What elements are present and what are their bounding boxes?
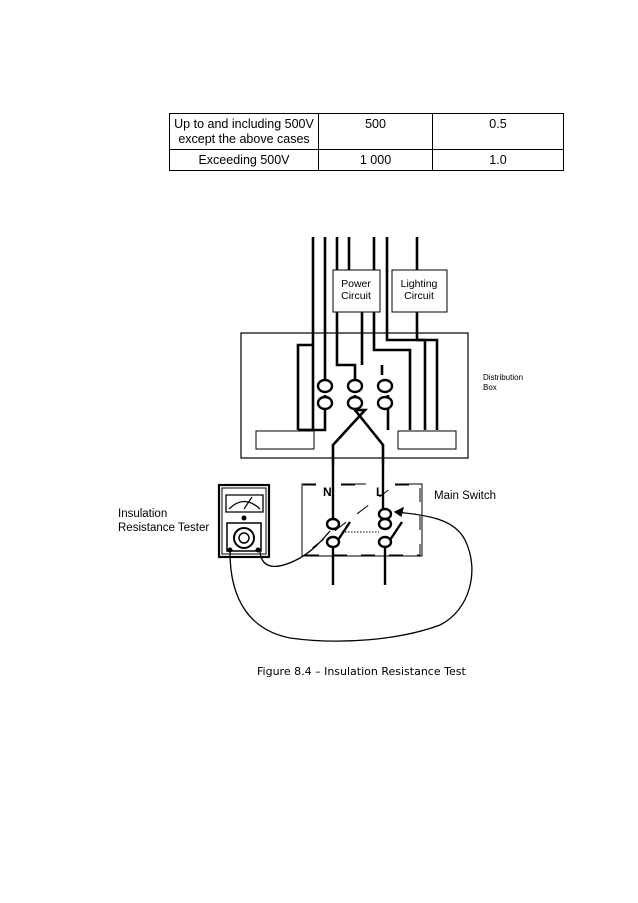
table-row: Up to and including 500V except the abov… [169,113,564,150]
neutral-bar [255,430,315,450]
main-switch-label: Main Switch [434,490,496,502]
power-circuit-label: Power [341,278,371,290]
neutral-label: N [323,485,332,499]
distribution-box-label: Box [483,383,497,392]
distribution-box-label: Distribution [483,373,523,382]
table-cell: 0.5 [432,113,564,150]
lighting-circuit-box [391,269,448,313]
table-row: Exceeding 500V 1 000 1.0 [169,149,564,171]
table-cell: 1.0 [432,149,564,171]
power-circuit-box [332,269,381,313]
table-cell: Up to and including 500V except the abov… [169,113,319,150]
table-cell: Exceeding 500V [169,149,319,171]
insulation-resistance-table: Up to and including 500V except the abov… [169,113,564,171]
distribution-box [240,332,469,459]
table-cell: 1 000 [318,149,433,171]
figure-caption: Figure 8.4 – Insulation Resistance Test [257,665,466,678]
earth-bar [397,430,457,450]
table-cell: 500 [318,113,433,150]
tester-label: Insulation [118,508,167,520]
insulation-resistance-tester [217,483,271,559]
live-label: L [376,485,383,499]
power-circuit-label: Circuit [341,290,371,302]
tester-label: Resistance Tester [118,522,209,534]
test-leads [229,506,473,642]
fuse-set [316,378,394,411]
main-switch: N L [301,465,423,585]
lighting-circuit-label: Circuit [404,290,434,302]
lighting-circuit-label: Lighting [401,278,438,290]
